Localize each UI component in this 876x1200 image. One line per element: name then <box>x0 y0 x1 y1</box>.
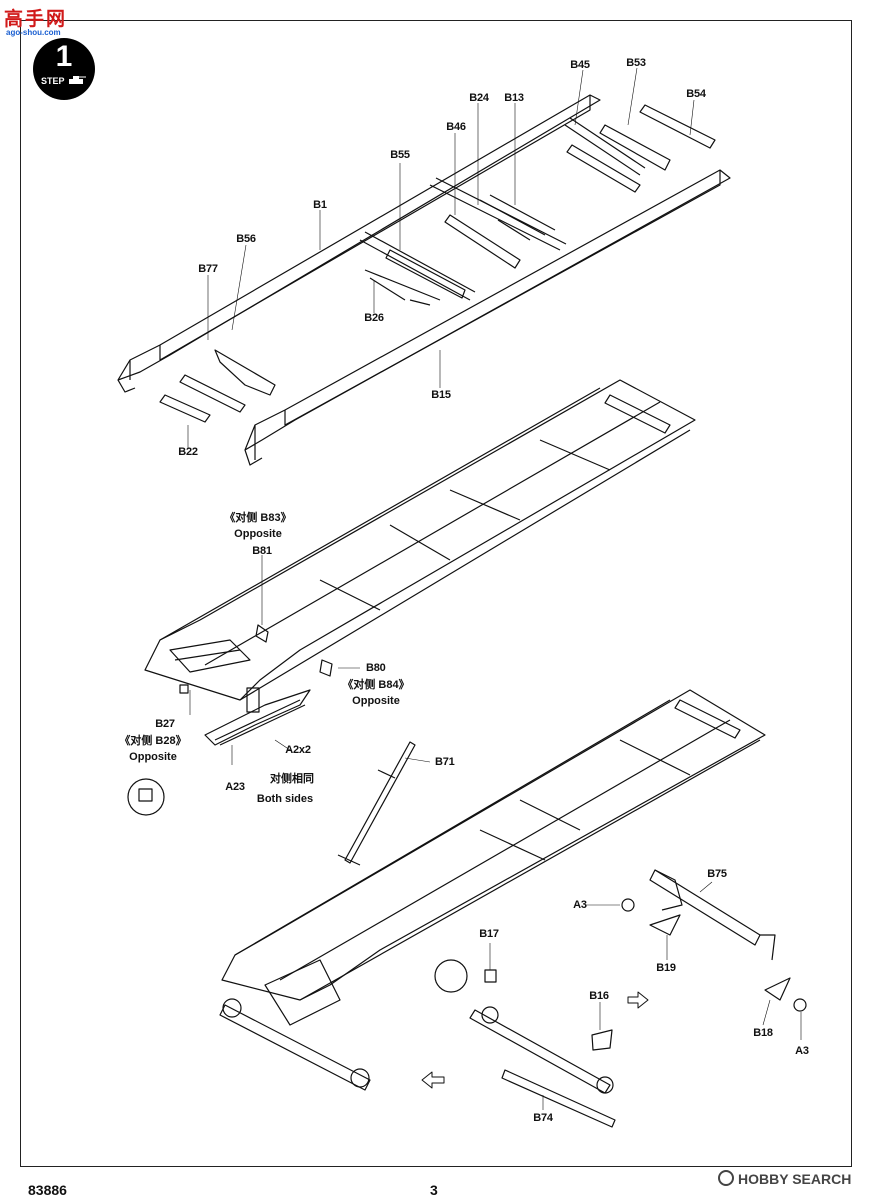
step-number: 1 <box>55 40 73 73</box>
step-label: STEP <box>41 76 65 86</box>
frame-middle <box>127 379 696 816</box>
part-label: B46 <box>446 121 466 133</box>
part-label: B13 <box>504 92 524 104</box>
opposite-note-b84: 《对侧 B84》 <box>342 679 410 691</box>
watermark-brand: 高手网 <box>4 8 68 30</box>
part-label: B18 <box>753 1027 773 1039</box>
both-sides-note-cn: 对侧相同 <box>270 773 314 785</box>
part-label: B54 <box>686 88 706 100</box>
watermark-url: ago-shou.com <box>6 28 61 37</box>
part-label: B22 <box>178 446 198 458</box>
kit-number: 83886 <box>28 1182 67 1198</box>
page-border <box>20 20 852 1167</box>
part-label: B17 <box>479 928 499 940</box>
watermark-text: HOBBY SEARCH <box>738 1171 852 1187</box>
opposite-note-b28: 《对侧 B28》 <box>119 735 187 747</box>
part-label: B80 <box>366 662 386 674</box>
part-label: B24 <box>469 92 489 104</box>
part-label: B75 <box>707 868 727 880</box>
opposite-note-b83: 《对侧 B83》 <box>224 512 292 524</box>
part-label: A3 <box>573 899 587 911</box>
part-label: B71 <box>435 756 455 768</box>
part-label: B81 <box>252 545 272 557</box>
site-watermark: 高手网 ago-shou.com <box>4 4 68 37</box>
part-label: B16 <box>589 990 609 1002</box>
part-label: B55 <box>390 149 410 161</box>
tank-icon <box>69 76 86 84</box>
part-label: A23 <box>225 781 245 793</box>
part-label: B74 <box>533 1112 553 1124</box>
opposite-note-en: Opposite <box>352 695 400 707</box>
hobby-search-logo-icon <box>718 1170 734 1186</box>
part-label: B26 <box>364 312 384 324</box>
page-number: 3 <box>430 1182 438 1198</box>
opposite-note-en: Opposite <box>129 751 177 763</box>
opposite-note-en: Opposite <box>234 528 282 540</box>
part-label: B45 <box>570 59 590 71</box>
part-label: A2x2 <box>285 744 311 756</box>
part-label: B53 <box>626 57 646 69</box>
part-label: B1 <box>313 199 327 211</box>
frame-bottom <box>219 689 807 1128</box>
hobby-search-watermark: HOBBY SEARCH <box>718 1170 851 1187</box>
both-sides-note-en: Both sides <box>256 793 314 805</box>
part-label: B19 <box>656 962 676 974</box>
step-badge: 1 STEP <box>33 38 95 100</box>
part-label: B15 <box>431 389 451 401</box>
part-label: B27 <box>155 718 175 730</box>
frame-top <box>117 67 731 466</box>
part-label: B56 <box>236 233 256 245</box>
part-label: A3 <box>795 1045 809 1057</box>
part-label: B77 <box>198 263 218 275</box>
